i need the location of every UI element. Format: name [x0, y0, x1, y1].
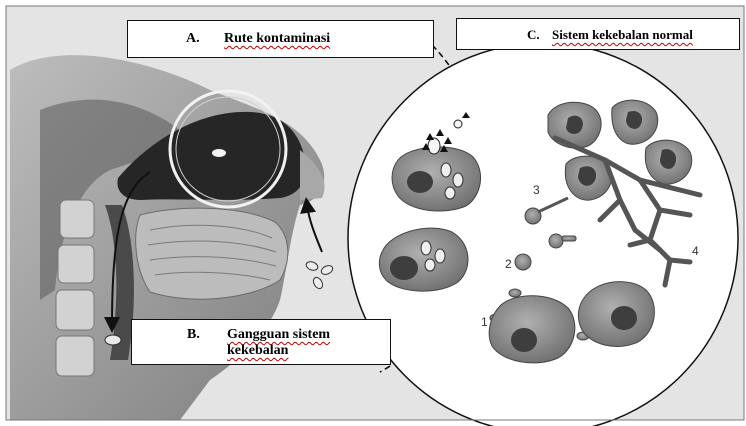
label-a-title: Rute kontaminasi: [224, 31, 330, 47]
marker-1: 1: [481, 315, 488, 329]
marker-4: 4: [692, 244, 699, 258]
pathogen-particle: [212, 149, 226, 157]
label-route-contamination: A. Rute kontaminasi: [127, 20, 434, 58]
label-c-title: Sistem kekebalan normal: [552, 27, 693, 43]
label-normal-immune-system: C. Sistem kekebalan normal: [456, 18, 740, 50]
label-immune-disruption: B. Gangguan sistem kekebalan: [131, 319, 391, 365]
label-b-title: Gangguan sistem kekebalan: [227, 327, 377, 359]
label-b-letter: B.: [187, 327, 200, 343]
marker-2: 2: [505, 257, 512, 271]
label-a-letter: A.: [186, 31, 200, 47]
marker-3: 3: [533, 183, 540, 197]
label-c-letter: C.: [527, 27, 540, 43]
